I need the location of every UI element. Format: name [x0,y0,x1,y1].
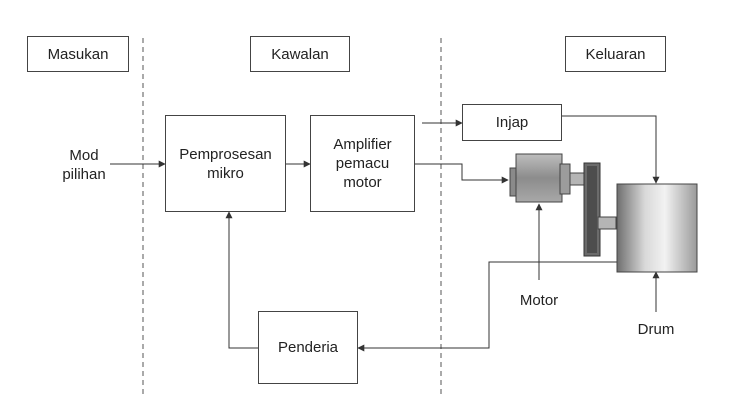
section-control-label: Kawalan [271,45,329,63]
arrow-amp-to-motor [415,163,509,184]
belt-pulley-graphic [583,162,617,257]
amplifier-block: Amplifier pemacu motor [310,115,415,212]
amplifier-label: Amplifier pemacu motor [333,136,392,191]
drum-label: Drum [637,321,675,338]
section-input-label: Masukan [47,45,109,63]
valve-label: Injap [495,114,529,131]
motor-graphic [509,153,585,203]
section-control: Kawalan [250,36,350,72]
microprocessor-block: Pemprosesan mikro [165,115,286,212]
arrow-valve-to-drum [562,115,660,184]
section-input: Masukan [27,36,129,72]
drum-graphic [616,183,698,273]
section-output: Keluaran [565,36,666,72]
sensor-block: Penderia [258,311,358,384]
arrow-drum-to-sensor [357,261,617,352]
sensor-label: Penderia [277,339,339,356]
valve-block: Injap [462,104,562,141]
microprocessor-label: Pemprosesan mikro [179,145,272,182]
motor-label: Motor [519,292,559,309]
arrow-sensor-to-micro [225,211,258,349]
input-mode-label: Mod pilihan [62,147,106,183]
section-output-label: Keluaran [585,45,646,63]
